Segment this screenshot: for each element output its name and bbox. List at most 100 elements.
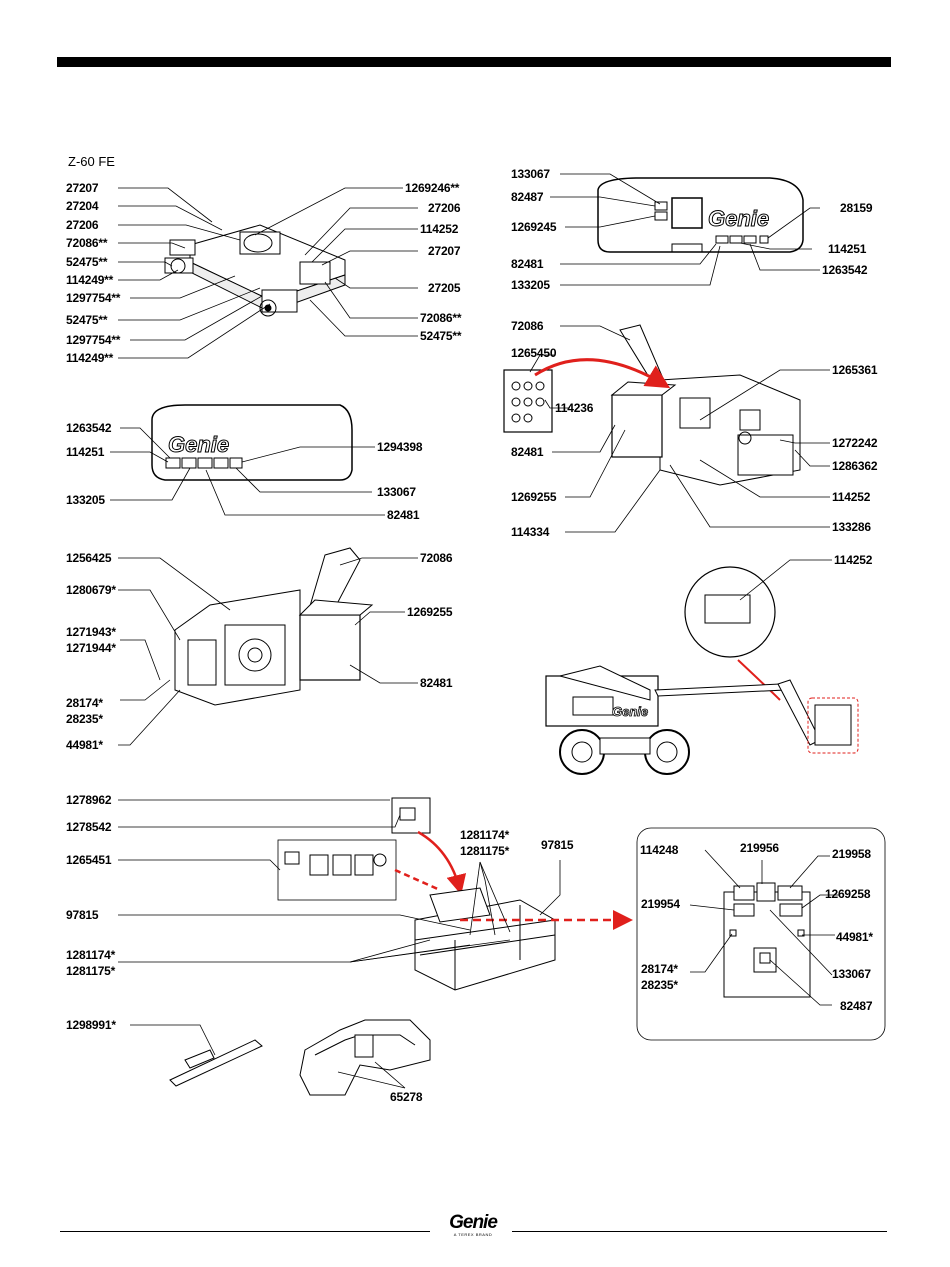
label-219958: 219958 bbox=[832, 847, 871, 861]
label-114249: 114249** bbox=[66, 351, 114, 365]
label-1269245: 1269245 bbox=[511, 220, 557, 234]
label-28174: 28174* bbox=[641, 962, 678, 976]
label-1269258: 1269258 bbox=[825, 887, 871, 901]
hood-right-drawing: Genie bbox=[597, 177, 804, 253]
label-27206: 27206 bbox=[428, 201, 461, 215]
label-1271944: 1271944* bbox=[66, 641, 116, 655]
label-72086: 72086** bbox=[66, 236, 108, 250]
label-44981: 44981* bbox=[836, 930, 873, 944]
label-1281174: 1281174* bbox=[66, 948, 116, 962]
label-114252: 114252 bbox=[832, 490, 871, 504]
engine-right-drawing bbox=[503, 324, 801, 486]
engine-left-drawing bbox=[174, 547, 374, 706]
label-1269255: 1269255 bbox=[407, 605, 453, 619]
label-28235: 28235* bbox=[66, 712, 103, 726]
label-82487: 82487 bbox=[511, 190, 544, 204]
label-28174: 28174* bbox=[66, 696, 103, 710]
label-27206: 27206 bbox=[66, 218, 99, 232]
hood-right-leaders bbox=[550, 173, 820, 286]
label-1297754: 1297754** bbox=[66, 333, 121, 347]
label-133067: 133067 bbox=[377, 485, 416, 499]
label-114251: 114251 bbox=[828, 242, 867, 256]
hood-left-leaders bbox=[110, 427, 385, 516]
label-82481: 82481 bbox=[511, 445, 544, 459]
platform-detail-drawing bbox=[636, 827, 886, 1041]
label-82487: 82487 bbox=[840, 999, 873, 1013]
brand-tagline: A TEREX BRAND bbox=[453, 1232, 493, 1237]
label-72086: 72086 bbox=[420, 551, 453, 565]
engine-left-leaders bbox=[118, 557, 418, 746]
label-1281175: 1281175* bbox=[66, 964, 116, 978]
label-1269255: 1269255 bbox=[511, 490, 557, 504]
label-1269246: 1269246** bbox=[405, 181, 460, 195]
platform-detail-leaders bbox=[689, 849, 840, 1006]
label-1278542: 1278542 bbox=[66, 820, 112, 834]
label-133205: 133205 bbox=[511, 278, 550, 292]
label-114252: 114252 bbox=[420, 222, 459, 236]
label-65278: 65278 bbox=[390, 1090, 423, 1104]
label-1298991: 1298991* bbox=[66, 1018, 116, 1032]
label-114236: 114236 bbox=[555, 401, 594, 415]
label-1263542: 1263542 bbox=[66, 421, 112, 435]
label-82481: 82481 bbox=[387, 508, 420, 522]
label-133205: 133205 bbox=[66, 493, 105, 507]
boom-drawing: Genie bbox=[545, 566, 859, 775]
label-1278962: 1278962 bbox=[66, 793, 112, 807]
label-133067: 133067 bbox=[511, 167, 550, 181]
platform-drawing bbox=[169, 797, 633, 1096]
model-label: Z-60 FE bbox=[68, 154, 115, 169]
label-82481: 82481 bbox=[420, 676, 453, 690]
label-97815: 97815 bbox=[66, 908, 99, 922]
footer-rule-left bbox=[60, 1231, 430, 1232]
label-27207: 27207 bbox=[428, 244, 461, 258]
label-1265451: 1265451 bbox=[66, 853, 112, 867]
label-44981: 44981* bbox=[66, 738, 103, 752]
label-72086: 72086 bbox=[511, 319, 544, 333]
label-1256425: 1256425 bbox=[66, 551, 112, 565]
label-1297754: 1297754** bbox=[66, 291, 121, 305]
label-97815: 97815 bbox=[541, 838, 574, 852]
label-27205: 27205 bbox=[428, 281, 461, 295]
label-72086: 72086** bbox=[420, 311, 462, 325]
label-114248: 114248 bbox=[640, 843, 679, 857]
label-133067: 133067 bbox=[832, 967, 871, 981]
label-1281174: 1281174* bbox=[460, 828, 510, 842]
brand-name: Genie bbox=[449, 1212, 498, 1233]
label-1272242: 1272242 bbox=[832, 436, 878, 450]
label-1286362: 1286362 bbox=[832, 459, 878, 473]
label-114249: 114249** bbox=[66, 273, 114, 287]
label-82481: 82481 bbox=[511, 257, 544, 271]
label-27207: 27207 bbox=[66, 181, 99, 195]
header-bar bbox=[57, 57, 891, 67]
svg-text:Genie: Genie bbox=[612, 704, 648, 719]
label-219954: 219954 bbox=[641, 897, 680, 911]
label-133286: 133286 bbox=[832, 520, 871, 534]
label-1281175: 1281175* bbox=[460, 844, 510, 858]
footer-rule-right bbox=[512, 1231, 887, 1232]
label-27204: 27204 bbox=[66, 199, 99, 213]
label-114251: 114251 bbox=[66, 445, 105, 459]
label-1280679: 1280679* bbox=[66, 583, 116, 597]
brand-logo: Genie A TEREX BRAND bbox=[440, 1212, 506, 1237]
label-1263542: 1263542 bbox=[822, 263, 868, 277]
label-1265450: 1265450 bbox=[511, 346, 557, 360]
svg-text:Genie: Genie bbox=[708, 206, 769, 231]
label-28235: 28235* bbox=[641, 978, 678, 992]
callout-arrow bbox=[534, 358, 671, 389]
platform-leaders bbox=[118, 799, 561, 1089]
boom-leaders bbox=[739, 559, 832, 601]
label-28159: 28159 bbox=[840, 201, 873, 215]
engine-right-leaders bbox=[529, 325, 830, 533]
svg-text:Genie: Genie bbox=[168, 432, 229, 457]
label-1271943: 1271943* bbox=[66, 625, 116, 639]
label-52475: 52475** bbox=[66, 313, 108, 327]
label-1265361: 1265361 bbox=[832, 363, 878, 377]
label-1294398: 1294398 bbox=[377, 440, 423, 454]
label-52475: 52475** bbox=[420, 329, 462, 343]
label-114252: 114252 bbox=[834, 553, 873, 567]
turntable-leaders bbox=[118, 187, 418, 359]
label-52475: 52475** bbox=[66, 255, 108, 269]
label-114334: 114334 bbox=[511, 525, 550, 539]
turntable-drawing bbox=[164, 224, 346, 317]
